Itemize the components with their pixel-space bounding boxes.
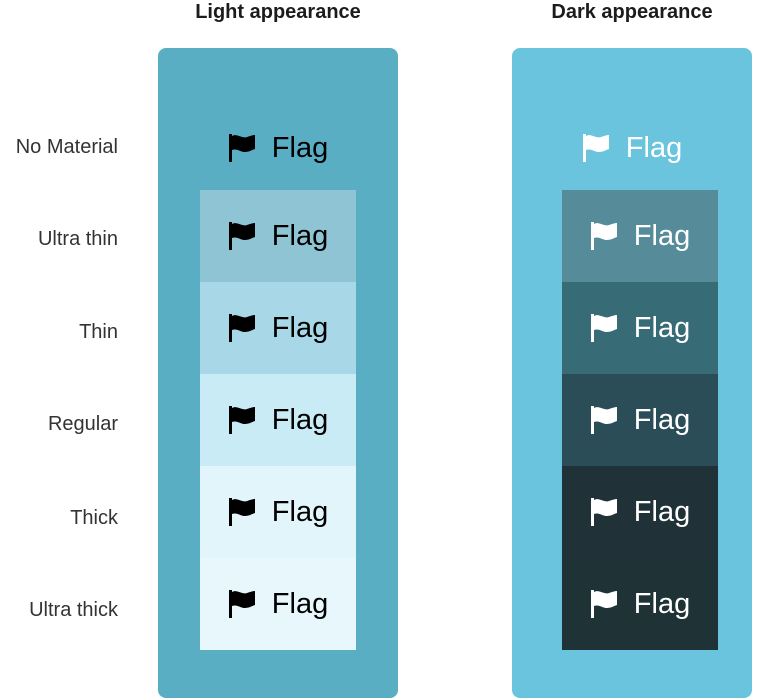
light-cell-thick: Flag	[200, 466, 356, 558]
flag-label: Flag	[633, 496, 691, 528]
heading-light-appearance: Light appearance	[195, 1, 361, 23]
flag-icon	[590, 590, 617, 618]
flag-icon	[228, 406, 255, 434]
row-label-ultra-thin: Ultra thin	[37, 228, 118, 250]
flag-icon	[228, 314, 255, 342]
dark-cell-regular: Flag	[562, 374, 718, 466]
light-cell-ultra-thick: Flag	[200, 558, 356, 650]
flag-icon	[590, 406, 617, 434]
flag-label: Flag	[625, 132, 683, 164]
dark-cell-ultra-thick: Flag	[562, 558, 718, 650]
light-appearance-panel: Flag Flag Flag Flag Flag Flag	[158, 48, 398, 698]
flag-label: Flag	[271, 496, 329, 528]
light-cell-thin: Flag	[200, 282, 356, 374]
flag-icon	[590, 222, 617, 250]
dark-appearance-panel: Flag Flag Flag Flag Flag Flag	[512, 48, 752, 698]
row-label-thin: Thin	[79, 321, 118, 343]
row-label-regular: Regular	[47, 413, 118, 435]
flag-icon	[590, 498, 617, 526]
dark-cell-thick: Flag	[562, 466, 718, 558]
flag-label: Flag	[271, 312, 329, 344]
heading-dark-appearance: Dark appearance	[551, 1, 713, 23]
flag-icon	[590, 314, 617, 342]
dark-cell-thin: Flag	[562, 282, 718, 374]
row-label-no-material: No Material	[15, 136, 118, 158]
flag-icon	[228, 134, 255, 162]
light-cell-regular: Flag	[200, 374, 356, 466]
flag-label: Flag	[633, 220, 691, 252]
flag-label: Flag	[633, 312, 691, 344]
flag-label: Flag	[633, 588, 691, 620]
row-label-thick: Thick	[70, 507, 118, 529]
flag-icon	[582, 134, 609, 162]
flag-label: Flag	[633, 404, 691, 436]
flag-label: Flag	[271, 404, 329, 436]
flag-label: Flag	[271, 132, 329, 164]
dark-cell-ultra-thin: Flag	[562, 190, 718, 282]
flag-icon	[228, 590, 255, 618]
dark-cell-no-material: Flag	[512, 102, 752, 194]
flag-label: Flag	[271, 588, 329, 620]
light-cell-ultra-thin: Flag	[200, 190, 356, 282]
flag-icon	[228, 222, 255, 250]
flag-label: Flag	[271, 220, 329, 252]
flag-icon	[228, 498, 255, 526]
row-label-ultra-thick: Ultra thick	[29, 599, 118, 621]
light-cell-no-material: Flag	[158, 102, 398, 194]
